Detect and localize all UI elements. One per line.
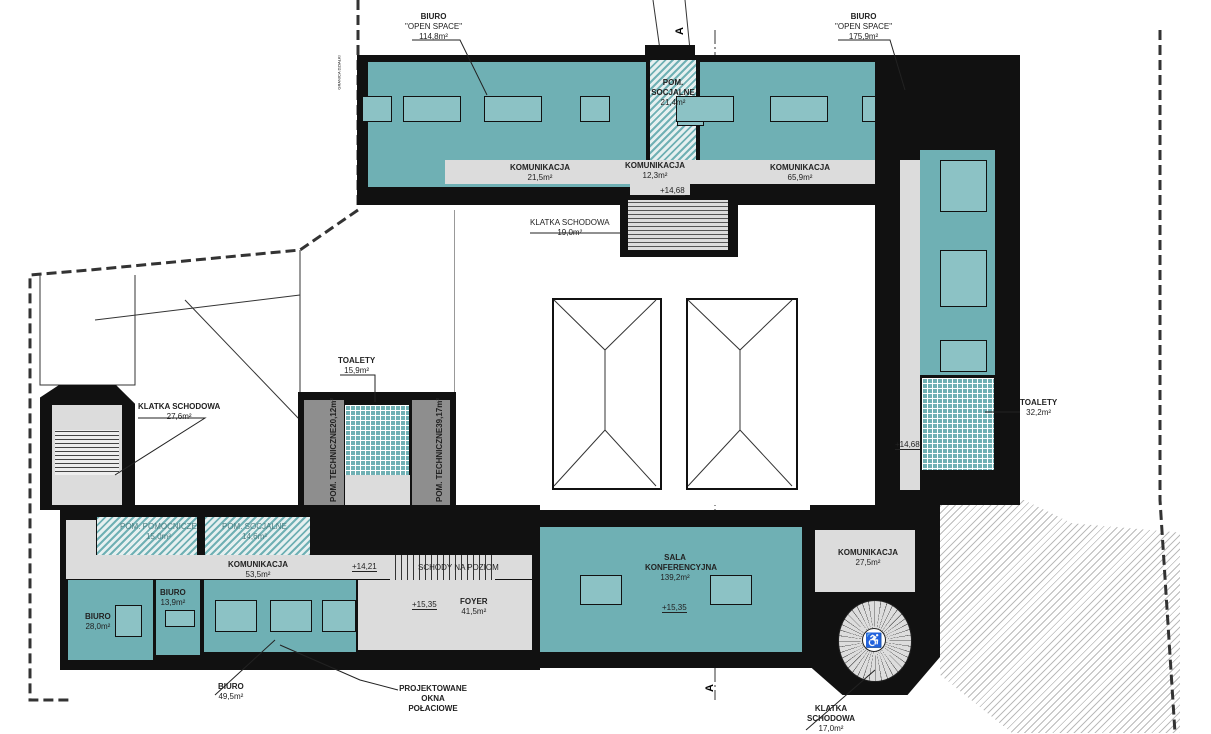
label-open-space-left: BIURO"OPEN SPACE"114,8m² [405,12,463,41]
desk-group [940,250,987,307]
level-marker: +15,35 [412,600,437,610]
toilets-center [345,405,409,475]
plot-boundary-left [28,0,360,702]
level-marker: +14,68 [895,440,920,450]
level-marker: +14,68 [660,186,685,196]
label-windows: PROJEKTOWANE OKNA POŁACIOWE [399,684,467,713]
label-schody: SCHODY NA POZIOM [418,563,499,572]
desk-group [270,600,312,632]
skylight-right [686,298,798,490]
right-corridor [900,160,920,490]
top-chimney [645,45,695,57]
desk-group [940,340,987,372]
spiral-staircase [838,600,912,682]
label-open-space-right: BIURO"OPEN SPACE"175,9m² [835,12,893,41]
plot-boundary-right [1158,30,1177,733]
left-stair-flight [55,430,119,475]
komunikacja-27 [815,530,915,592]
stairs-to-level [390,555,495,580]
desk-group [115,605,142,637]
toilets-right [922,378,994,470]
neighbour-plot-hatch [940,500,1180,733]
pom-pomocnicze [97,517,197,555]
level-marker: +14,21 [352,562,377,572]
left-entrance [66,520,96,560]
desk-group [215,600,257,632]
pom-techniczne-2 [412,400,450,510]
desk-group [322,600,356,632]
conference-table [580,575,622,605]
skylight-left [552,298,662,490]
foyer [358,580,536,650]
wheelchair-icon: ♿ [862,628,886,652]
pom-socjalne-bottom [205,517,310,555]
level-marker: +15,35 [662,603,687,613]
pom-techniczne-1 [304,400,344,525]
stairwell-top [628,200,728,250]
desk-group [165,610,195,627]
conference-table [710,575,752,605]
desk-group [940,160,987,212]
